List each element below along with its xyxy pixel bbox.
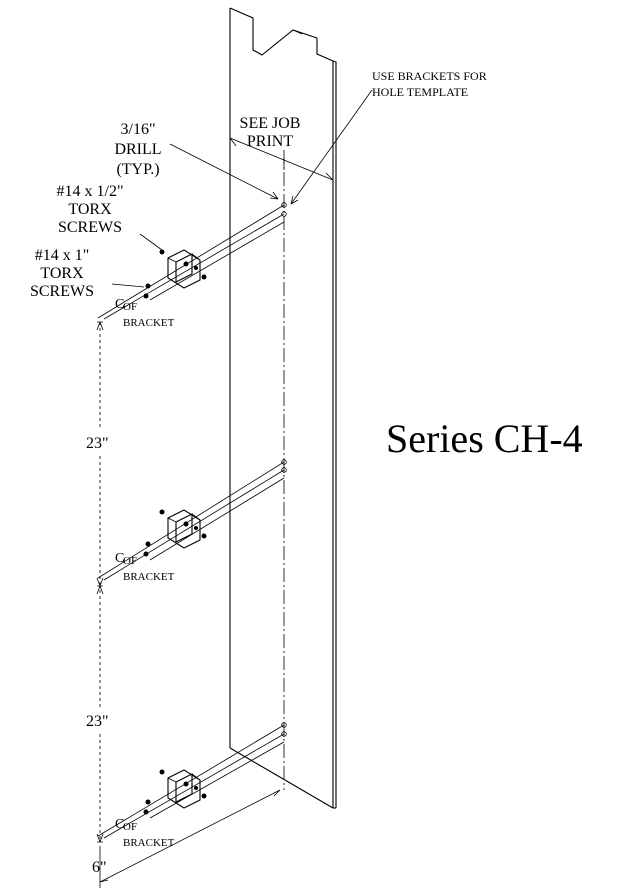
bottom-dim-value: 6": [92, 859, 107, 876]
centerline-symbol-3: C: [115, 817, 124, 832]
centerline-symbol-1: C: [115, 297, 124, 312]
bracket-icon: [167, 249, 201, 289]
use-brackets-label-2: HOLE TEMPLATE: [372, 85, 468, 99]
see-job-label-1: SEE JOB: [240, 115, 301, 132]
centerline-of-2: OF: [123, 555, 137, 567]
screw-one-size-label: #14 x 1": [35, 247, 90, 264]
screw-icon: [143, 769, 207, 815]
centerline-symbol-2: C: [115, 551, 124, 566]
drill-size-label: 3/16": [121, 121, 156, 138]
drill-leader: [169, 143, 279, 200]
series-title: Series CH-4: [386, 416, 583, 461]
see-job-label-2: PRINT: [247, 133, 293, 150]
screw-icon: [143, 249, 207, 299]
screw-half-screws-label: SCREWS: [58, 219, 122, 236]
screw-half-type-label: TORX: [68, 201, 112, 218]
centerline-bracket-1: BRACKET: [123, 317, 175, 329]
use-brackets-label-1: USE BRACKETS FOR: [372, 69, 487, 83]
use-brackets-leader: [290, 89, 373, 205]
centerline-of-1: OF: [123, 301, 137, 313]
spacing-dimension: [96, 321, 104, 843]
centerline-of-3: OF: [123, 821, 137, 833]
bracket-icon: [167, 509, 201, 549]
screw-half-size-label: #14 x 1/2": [57, 183, 124, 200]
bottom-dimension: [99, 789, 281, 888]
screw-one-leader: [111, 283, 145, 288]
spacing-dim-value-1: 23": [86, 435, 109, 452]
bracket-assembly-3: [97, 722, 287, 839]
drill-label: DRILL: [114, 141, 161, 158]
screw-half-leader: [139, 233, 163, 251]
bracket-assembly-1: [97, 202, 287, 320]
screw-icon: [143, 509, 207, 557]
drill-typ-label: (TYP.): [116, 161, 159, 178]
centerline-bracket-2: BRACKET: [123, 571, 175, 583]
bracket-icon: [167, 769, 201, 809]
screw-one-type-label: TORX: [40, 265, 84, 282]
screw-one-screws-label: SCREWS: [30, 283, 94, 300]
spacing-dim-value-2: 23": [86, 713, 109, 730]
centerline-bracket-3: BRACKET: [123, 837, 175, 849]
see-job-print-dimension: [229, 128, 334, 181]
bracket-assembly-2: [97, 459, 287, 581]
